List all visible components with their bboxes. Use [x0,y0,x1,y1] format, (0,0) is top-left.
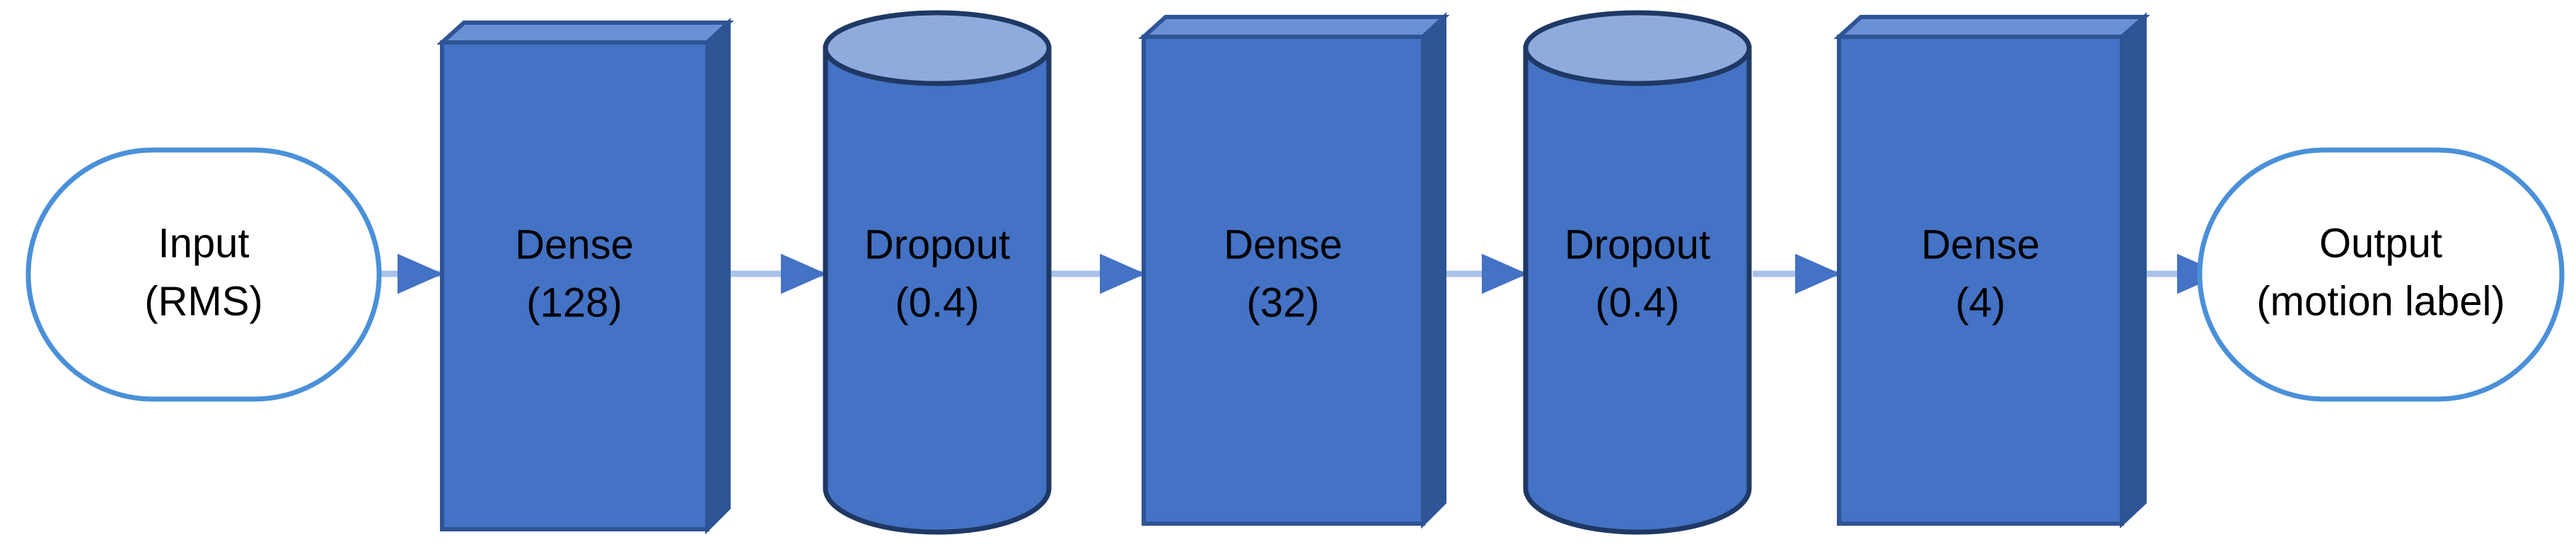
node-dropout-1[interactable]: Dropout (0.4) [823,10,1052,535]
dense-128-side-face [705,18,731,535]
dropout-2-body[interactable] [1523,45,1752,535]
dropout-1-label-line2: (0.4) [895,280,979,325]
node-dropout-2[interactable]: Dropout (0.4) [1523,10,1752,535]
input-label-line1: Input [158,220,250,266]
dropout-2-label-line1: Dropout [1565,221,1710,267]
dense-4-side-face [2120,12,2147,529]
dense-4-label-line2: (4) [1956,280,2006,325]
output-stadium-shape[interactable] [2197,147,2565,402]
dense-32-side-face [1421,12,1446,529]
dense-128-label-line1: Dense [515,221,634,267]
dense-32-front-face[interactable] [1142,35,1425,526]
input-label-line2: (RMS) [144,278,263,324]
dense-32-label-line2: (32) [1246,280,1319,325]
dense-128-front-face[interactable] [440,40,709,531]
node-dense-32[interactable]: Dense (32) [1138,12,1450,529]
node-dense-4[interactable]: Dense (4) [1833,12,2150,529]
dropout-1-label-line1: Dropout [864,221,1010,267]
dense-32-top-face [1138,15,1450,39]
dropout-2-label-line2: (0.4) [1595,280,1679,325]
input-stadium-shape[interactable] [25,147,382,402]
node-output[interactable]: Output (motion label) [2197,147,2565,402]
node-input[interactable]: Input (RMS) [25,147,382,402]
dropout-1-body[interactable] [823,45,1052,535]
output-label-line2: (motion label) [2256,278,2505,324]
output-label-line1: Output [2319,220,2442,266]
dense-32-label-line1: Dense [1224,221,1342,267]
dense-4-label-line1: Dense [1921,221,2040,267]
dropout-1-top-ellipse [823,10,1052,86]
dropout-2-top-ellipse [1523,10,1752,86]
dense-128-top-face [436,21,734,45]
dense-4-top-face [1833,15,2150,39]
dense-4-front-face[interactable] [1837,35,2124,526]
node-dense-128[interactable]: Dense (128) [436,18,734,535]
dense-128-label-line2: (128) [526,280,622,325]
